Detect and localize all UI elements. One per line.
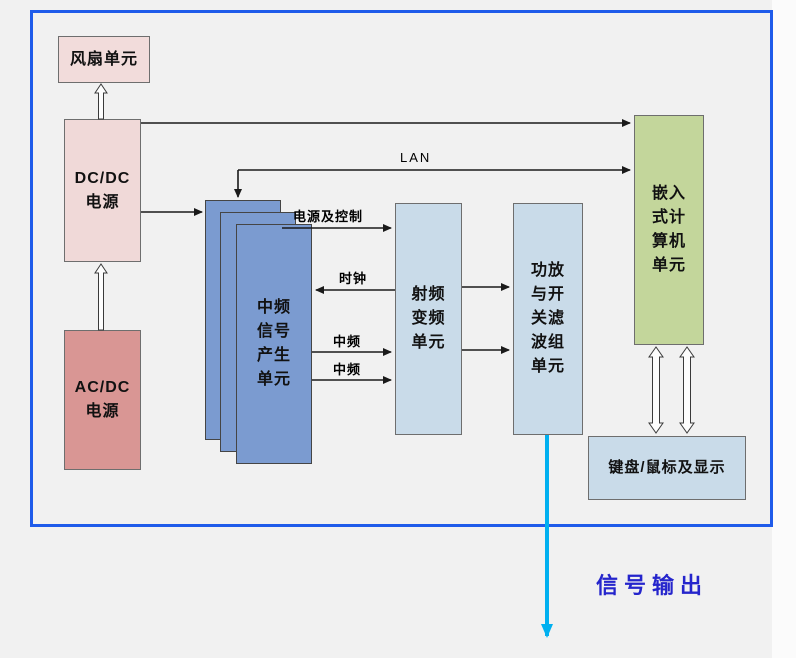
signal-output-label: 信号输出 [596, 573, 709, 598]
rf-converter-label: 射频 变频 单元 [411, 286, 446, 351]
box-pa-switch-filter-unit: 功放 与开 关滤 波组 单元 [513, 203, 583, 435]
lan-label: LAN [400, 150, 432, 165]
box-dcdc-power: DC/DC 电源 [64, 119, 141, 262]
acdc-power-label: AC/DC 电源 [74, 379, 131, 420]
if-signal-unit-label: 中频 信号 产生 单元 [256, 299, 291, 388]
box-embedded-computer-unit: 嵌入 式计 算机 单元 [634, 115, 704, 345]
keyboard-mouse-display-label: 键盘/鼠标及显示 [608, 458, 726, 476]
if-label-2: 中频 [333, 362, 362, 377]
box-acdc-power: AC/DC 电源 [64, 330, 141, 470]
dcdc-power-label: DC/DC 电源 [74, 169, 131, 211]
box-keyboard-mouse-display: 键盘/鼠标及显示 [588, 436, 746, 500]
box-rf-converter-unit: 射频 变频 单元 [395, 203, 462, 435]
clock-label: 时钟 [339, 271, 368, 286]
box-fan-unit: 风扇单元 [58, 36, 150, 83]
fan-unit-label: 风扇单元 [69, 50, 138, 68]
page-margin [772, 0, 796, 658]
diagram-border [30, 10, 773, 527]
box-if-signal-unit: 中频 信号 产生 单元 [236, 224, 312, 464]
if-label-1: 中频 [333, 334, 362, 349]
pa-switch-filter-label: 功放 与开 关滤 波组 单元 [530, 262, 565, 375]
embedded-computer-label: 嵌入 式计 算机 单元 [651, 185, 686, 274]
power-control-label: 电源及控制 [293, 209, 364, 224]
